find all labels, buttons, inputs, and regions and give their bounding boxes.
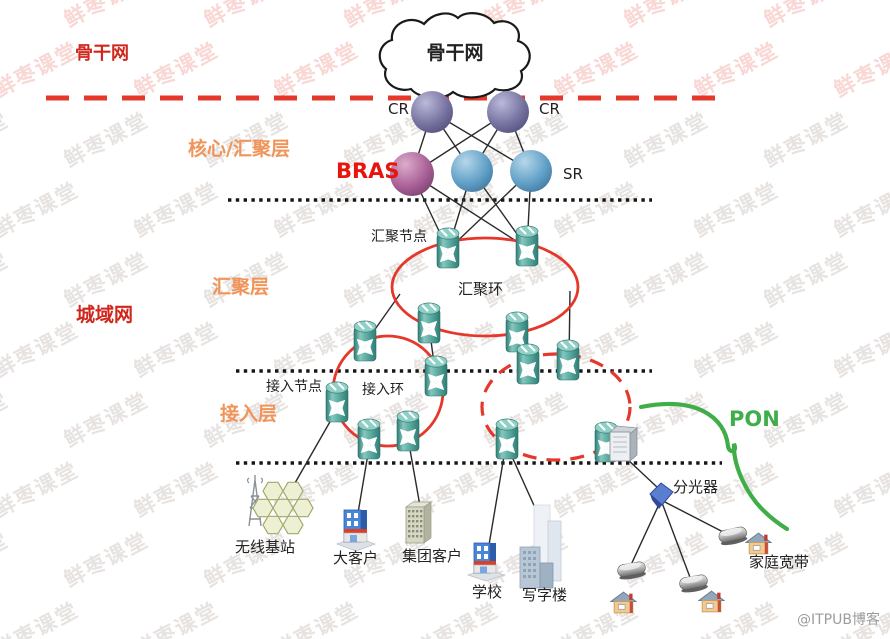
agg-ring-label: 汇聚环	[458, 280, 504, 298]
pon-ring-router-left	[517, 344, 539, 384]
access-ring-label: 接入环	[362, 382, 404, 398]
office-building-icon	[519, 504, 562, 589]
agg-node-router-1	[437, 228, 459, 268]
cr-left-label: CR	[388, 100, 409, 118]
agg-node-router-2	[516, 226, 538, 266]
agg-ring-router-3	[418, 303, 440, 343]
sr-node	[510, 150, 552, 192]
access-ring-router-bottom-left	[358, 419, 380, 459]
school-building-icon	[466, 542, 506, 582]
pon-dashed-ring	[480, 352, 632, 462]
cloud-label: 骨干网	[426, 42, 484, 64]
layer-label-metro: 城域网	[76, 304, 134, 326]
splitter-label: 分光器	[673, 478, 719, 496]
bras-node	[390, 152, 434, 196]
layer-label-backbone: 骨干网	[75, 43, 129, 64]
group-customer-label: 集团客户	[402, 547, 463, 565]
school-label: 学校	[472, 583, 503, 601]
modem-icon-2	[616, 560, 648, 582]
pon-label: PON	[729, 407, 780, 431]
pon-ring-router-bottom	[496, 419, 518, 459]
group-customer-building-icon	[404, 501, 433, 544]
layer-label-access: 接入层	[220, 403, 278, 425]
olt-cabinet-icon	[609, 425, 638, 462]
office-building-label: 写字楼	[522, 586, 568, 604]
access-ring-router-right	[425, 356, 447, 396]
backbone-cloud-icon	[378, 12, 531, 99]
core-router-right	[487, 91, 529, 133]
modem-icon-3	[678, 573, 710, 595]
base-station-icon	[246, 475, 314, 535]
sr-label: SR	[563, 165, 583, 183]
splitter-icon	[649, 482, 674, 509]
access-node-router	[326, 382, 348, 422]
pon-ring-router-top	[557, 340, 579, 380]
big-customer-building-icon	[335, 509, 377, 552]
house-icon-2	[610, 591, 637, 614]
core-router-left	[411, 91, 453, 133]
cr-right-label: CR	[539, 100, 560, 118]
house-icon-3	[698, 590, 725, 613]
layer-label-core-agg: 核心/汇聚层	[188, 138, 290, 160]
access-ring-router-bottom-right	[397, 411, 419, 451]
pon-brace-icon	[638, 401, 790, 532]
bras-label: BRAS	[336, 159, 400, 183]
credit-watermark: @ITPUB博客	[797, 612, 880, 628]
layer-divider-dotted	[228, 198, 722, 465]
modem-icon-1	[717, 524, 749, 548]
big-customer-label: 大客户	[333, 549, 379, 567]
wireless-base-station-label: 无线基站	[235, 538, 296, 556]
access-ring-router-top	[354, 321, 376, 361]
agg-node-label: 汇聚节点	[371, 229, 427, 245]
layer-label-agg: 汇聚层	[212, 276, 270, 298]
house-icon-1	[745, 532, 772, 555]
core-blue-node	[451, 150, 493, 192]
access-node-label: 接入节点	[266, 379, 322, 395]
home-broadband-label: 家庭宽带	[749, 553, 810, 571]
aggregation-ring	[390, 236, 580, 338]
